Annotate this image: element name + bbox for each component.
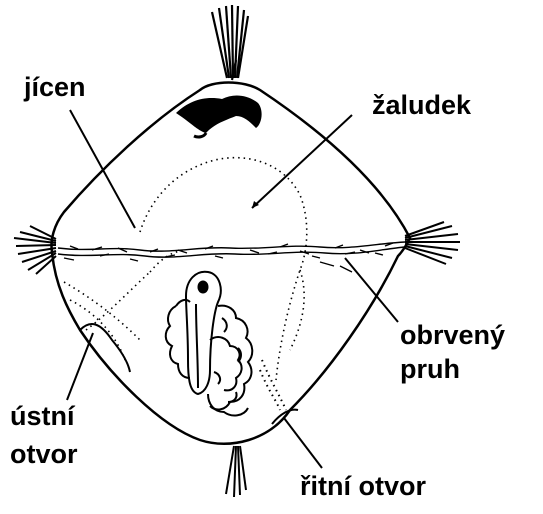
leader-ustni: [67, 333, 93, 400]
label-band: pruh: [400, 352, 460, 386]
mouth-dot: [198, 281, 209, 294]
leader-lines: [67, 110, 398, 468]
label-oral: ústní: [10, 399, 75, 433]
apical-tuft: [212, 5, 248, 80]
right-tuft: [405, 222, 460, 264]
apical-organ: [176, 96, 262, 133]
intestine: [166, 272, 286, 416]
label-esophagus: jícen: [24, 70, 86, 104]
left-tuft: [14, 226, 56, 274]
bottom-tuft: [226, 446, 246, 497]
leader-obrveny: [345, 258, 398, 322]
label-ciliated: obrvený: [400, 318, 505, 352]
stomach-outline: [140, 158, 307, 380]
esophagus-outline: [64, 250, 185, 340]
leader-zaludek: [252, 115, 352, 208]
label-opening: otvor: [10, 437, 78, 471]
leader-ritni: [284, 418, 322, 468]
label-anus: řitní otvor: [300, 469, 426, 503]
label-stomach: žaludek: [372, 88, 471, 122]
leader-jicen: [70, 110, 135, 228]
